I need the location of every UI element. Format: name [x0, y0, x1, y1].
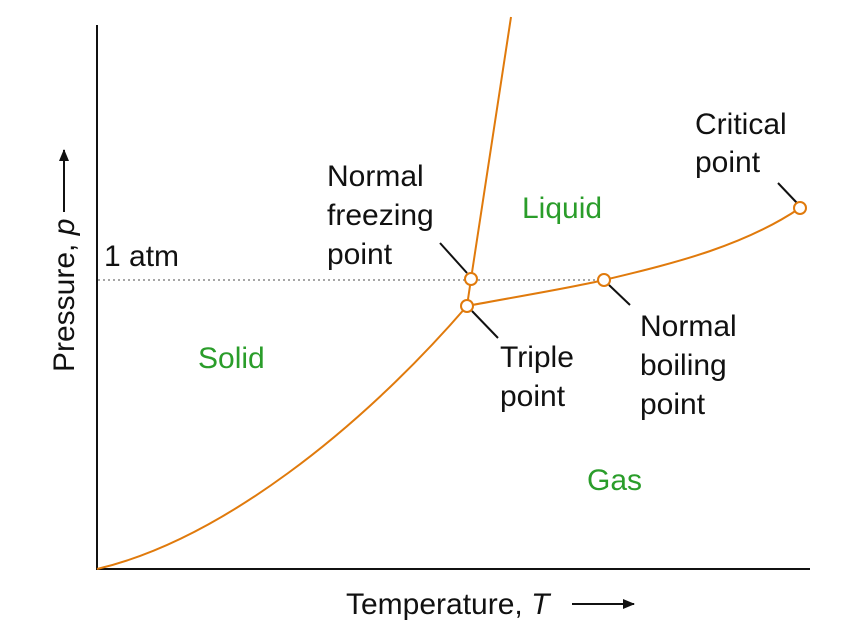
- y-axis-title-group: Pressure, p: [48, 149, 81, 372]
- one-atm-label: 1 atm: [104, 240, 179, 273]
- gas-region-label: Gas: [587, 464, 642, 497]
- freezing-point-label-line2: freezing: [327, 199, 434, 232]
- critical-point-label-line1: Critical: [695, 108, 787, 141]
- freezing-point-marker: [464, 272, 478, 286]
- boiling-point-label-line3: point: [640, 388, 706, 421]
- melting-curve: [466, 16, 512, 307]
- critical-point-marker: [793, 201, 807, 215]
- freezing-point-label-line1: Normal: [327, 160, 424, 193]
- vaporization-curve: [466, 207, 801, 307]
- solid-region-label: Solid: [198, 342, 265, 375]
- y-axis-title-text: Pressure,: [48, 235, 81, 372]
- critical-point-label-line2: point: [695, 146, 761, 179]
- y-axis-title: Pressure, p: [48, 219, 81, 372]
- boiling-point-marker: [597, 273, 611, 287]
- triple-point-marker: [460, 299, 474, 313]
- boiling-point-label-line2: boiling: [640, 349, 727, 382]
- triple-point-label-line2: point: [500, 380, 566, 413]
- triple-point-label-line1: Triple: [500, 341, 574, 374]
- x-axis-symbol: T: [531, 588, 552, 621]
- boiling-point-leader: [608, 284, 631, 306]
- sublimation-curve: [96, 305, 468, 570]
- y-axis-symbol: p: [48, 219, 81, 237]
- x-axis-title-text: Temperature,: [346, 588, 531, 621]
- liquid-region-label: Liquid: [522, 192, 602, 225]
- x-axis-title: Temperature, T: [346, 588, 552, 621]
- triple-point-leader: [471, 310, 499, 339]
- critical-point-leader: [777, 182, 798, 204]
- freezing-point-leader: [439, 242, 468, 274]
- boiling-point-label-line1: Normal: [640, 310, 737, 343]
- freezing-point-label-line3: point: [327, 238, 393, 271]
